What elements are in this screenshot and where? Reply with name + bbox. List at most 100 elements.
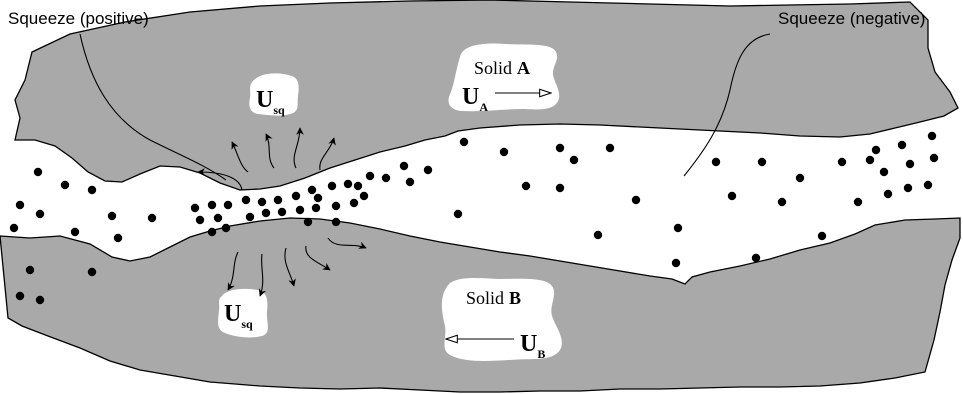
particle-dot [923, 180, 933, 190]
particle-dot [453, 209, 463, 219]
u-sq-bottom-symbol: Usq [224, 301, 253, 331]
u-b-symbol: UB [520, 331, 545, 361]
particle-dot [60, 180, 70, 190]
flow-arrows-top [197, 127, 336, 191]
particle-dot [25, 265, 35, 275]
particle-dot [883, 189, 893, 199]
curved-arrow-icon [258, 253, 267, 297]
particle-dot [277, 207, 287, 217]
particle-dot [87, 267, 97, 277]
solid-a-label-bubble [448, 43, 560, 112]
particle-dot [147, 213, 157, 223]
particle-dot [671, 258, 681, 268]
squeeze-positive-label: Squeeze (positive) [8, 9, 149, 28]
particle-dot [213, 213, 223, 223]
particle-dot [817, 231, 827, 241]
particle-dot [795, 173, 805, 183]
particle-dot [631, 195, 641, 205]
particle-dot [343, 179, 353, 189]
particle-dot [291, 191, 301, 201]
particle-dot [381, 173, 391, 183]
solid-b-label-bubble [441, 277, 562, 361]
particle-dot [405, 177, 415, 187]
particle-dot [33, 167, 43, 177]
particle-dot [593, 230, 603, 240]
particle-dot [107, 211, 117, 221]
particle-dot [837, 157, 847, 167]
flow-arrows-bottom [227, 237, 367, 297]
curved-arrow-icon [197, 168, 243, 191]
particle-dot [9, 223, 19, 233]
curved-arrow-icon [319, 137, 336, 171]
squeeze-negative-label: Squeeze (negative) [778, 9, 925, 28]
particle-dot [777, 197, 787, 207]
particle-dot [905, 159, 915, 169]
particle-dot [353, 181, 363, 191]
particle-dot [331, 217, 341, 227]
particle-dot [879, 167, 889, 177]
particle-dot [865, 155, 875, 165]
particle-dot [331, 201, 341, 211]
particle-dot [711, 157, 721, 167]
curved-arrow-icon [293, 127, 304, 169]
particle-dot [927, 131, 937, 141]
particle-dot [87, 185, 97, 195]
particle-dot [295, 205, 305, 215]
particle-dot [195, 215, 205, 225]
curved-arrow-icon [284, 247, 296, 287]
curved-arrow-icon [231, 141, 249, 173]
curved-arrow-icon [305, 245, 331, 271]
u-a-symbol: UA [462, 84, 488, 114]
squeeze-positive-leader [79, 33, 227, 181]
particle-dot [605, 143, 615, 153]
particle-dot [499, 147, 509, 157]
particle-dot [273, 195, 283, 205]
particle-dot [521, 181, 531, 191]
squeeze-negative-leader [683, 33, 771, 177]
particle-dot [35, 295, 45, 305]
particle-dot [423, 165, 433, 175]
particle-dot [751, 253, 761, 263]
particle-dot [15, 200, 25, 210]
particle-dot [459, 137, 469, 147]
particle-dot [853, 197, 863, 207]
particle-dot [70, 227, 80, 237]
particle-dot [221, 223, 231, 233]
particle-dot [399, 161, 409, 171]
particle-dot [555, 183, 565, 193]
particle-dot [261, 208, 271, 218]
particle-dot [871, 145, 881, 155]
particle-dot [757, 157, 767, 167]
curved-arrow-icon [227, 251, 239, 291]
particle-dot [349, 198, 359, 208]
particle-dot [313, 193, 323, 203]
u-sq-top-bubble [249, 73, 299, 116]
particle-dot [359, 191, 369, 201]
particle-dot [241, 195, 251, 205]
u-sq-bottom-bubble [218, 288, 268, 338]
particle-dot [555, 143, 565, 153]
particles [9, 131, 939, 305]
particle-dot [207, 227, 217, 237]
particle-dot [311, 203, 321, 213]
particle-dot [327, 181, 337, 191]
particle-dot [245, 212, 255, 222]
particle-dot [673, 223, 683, 233]
particle-dot [307, 185, 317, 195]
particle-dot [897, 140, 907, 150]
particle-dot [113, 233, 123, 243]
particle-dot [929, 153, 939, 163]
particle-dot [903, 183, 913, 193]
particle-dot [365, 171, 375, 181]
particle-dot [190, 203, 200, 213]
particle-dot [727, 191, 737, 201]
particle-dot [35, 209, 45, 219]
particle-dot [303, 217, 313, 227]
particle-dot [207, 200, 217, 210]
particle-dot [223, 200, 233, 210]
particle-dot [569, 155, 579, 165]
u-sq-top-symbol: Usq [256, 87, 285, 117]
